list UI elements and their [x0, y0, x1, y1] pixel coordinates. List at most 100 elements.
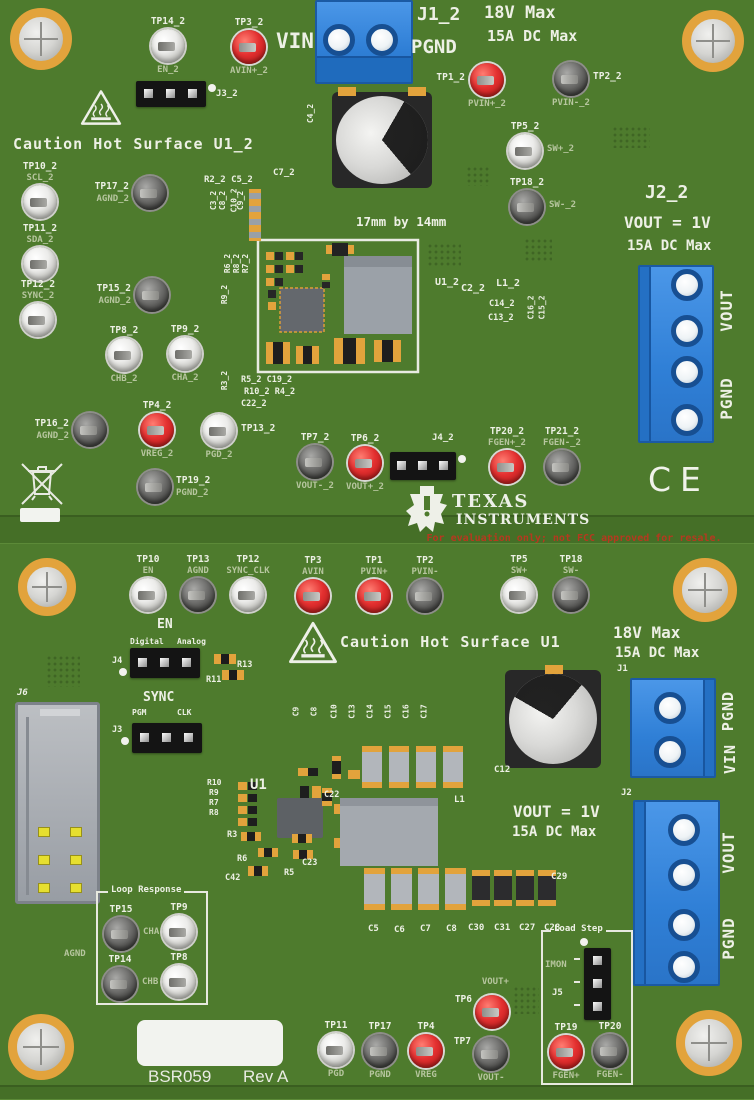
ref-label: C7 — [420, 924, 431, 934]
tp-signal: PGD_2 — [205, 450, 233, 460]
tp-ref: TP11_2 — [22, 223, 58, 234]
j3-ref: J3 — [112, 725, 123, 735]
tp-ref: TP1 — [365, 555, 383, 566]
tp-ref: TP10_2 — [22, 161, 58, 172]
terminal-screw — [323, 24, 355, 56]
tp-ref: TP18 — [559, 554, 583, 565]
tp-signal: FGEN- — [596, 1070, 624, 1080]
ti-wordmark-line1: TEXAS — [452, 491, 530, 512]
mounting-hole — [8, 1014, 74, 1080]
test-point-pad — [363, 1034, 397, 1068]
tp-ref: TP3_2 — [234, 17, 264, 28]
header-pin — [397, 461, 406, 470]
tp-signal: PVIN+ — [360, 567, 388, 577]
terminal-screw — [654, 692, 686, 724]
tp-signal: AVIN — [302, 567, 324, 577]
test-point-pad — [162, 915, 196, 949]
hot-surface-icon — [80, 90, 122, 125]
en-digital-label: Digital — [130, 637, 164, 646]
terminal-screw — [668, 909, 700, 941]
ref-label: C28 — [544, 923, 561, 933]
en-title: EN — [157, 617, 173, 632]
pin1-dot — [119, 668, 127, 676]
pin1-dot — [458, 455, 466, 463]
header-j3 — [132, 723, 202, 753]
j5-ref: J5 — [552, 988, 563, 998]
via-grid — [466, 166, 490, 186]
tp-ref: TP9_2 — [170, 324, 200, 335]
ref-label: R11 — [206, 675, 222, 685]
terminal-screw — [366, 24, 398, 56]
test-point-pad — [135, 278, 169, 312]
test-point-pad — [508, 134, 542, 168]
test-point-pad — [545, 450, 579, 484]
ref-label: C16_2 — [526, 295, 536, 320]
ref-label: C15_2 — [537, 295, 547, 320]
tp-signal: CHA_2 — [171, 373, 199, 383]
header-j4_2 — [390, 452, 456, 480]
j2-2-line1: VOUT = 1V — [624, 213, 711, 232]
terminal-side-strip — [635, 802, 646, 984]
j6-ref: J6 — [17, 688, 28, 698]
test-point-pad — [138, 470, 172, 504]
tp-ref: TP19_2 — [176, 475, 211, 487]
tp-ref: TP20 — [598, 1021, 622, 1032]
via-grid — [427, 243, 461, 267]
tp-ref: TP16_2 — [34, 418, 69, 430]
via-grid — [612, 126, 650, 148]
tp-signal: FGEN-_2 — [543, 438, 581, 448]
power-module-outline — [256, 238, 420, 374]
terminal-screw — [668, 859, 700, 891]
ribbon-connector-j6 — [15, 702, 100, 904]
test-point-pad — [131, 578, 165, 612]
test-point-pad — [231, 578, 265, 612]
tp-ref: TP13_2 — [241, 422, 276, 434]
j2-2-vout-label: VOUT — [716, 289, 736, 332]
test-point-pad — [470, 63, 504, 97]
ref-label: C17 — [419, 704, 429, 719]
pgnd-label: PGND — [411, 36, 457, 58]
via-grid — [513, 986, 539, 1014]
test-point-pad — [475, 995, 509, 1029]
tp-signal: VOUT-_2 — [296, 481, 334, 491]
ref-label: C16 — [401, 704, 411, 719]
tp-ref: TP15 — [109, 904, 133, 915]
ref-label: R6 — [237, 854, 248, 864]
sync-title: SYNC — [143, 690, 175, 705]
j1-rating2: 15A DC Max — [615, 645, 700, 661]
terminal-block-j1 — [630, 678, 716, 778]
j2-line2: 15A DC Max — [512, 824, 597, 840]
tp-signal: AVIN+_2 — [230, 66, 268, 76]
board-bottom-edge — [0, 1085, 754, 1100]
ref-label: R6_2 — [223, 253, 233, 274]
header-pin — [188, 89, 197, 98]
ref-label: C3_2 — [209, 190, 219, 211]
tp-ref: TP8_2 — [109, 325, 139, 336]
load-step-title: Load Step — [551, 924, 606, 934]
ref-label: C12 — [494, 765, 511, 775]
capacitor-stack — [249, 189, 261, 241]
ref-label: L1 — [454, 795, 465, 805]
hot-surface-icon — [289, 621, 337, 664]
test-point-pad — [104, 917, 138, 951]
terminal-side-strip — [703, 680, 714, 776]
ref-label: C30 — [468, 923, 485, 933]
j1-rating1: 18V Max — [613, 623, 681, 642]
tp-ref: TP6 — [454, 993, 472, 1005]
terminal-screw — [668, 814, 700, 846]
